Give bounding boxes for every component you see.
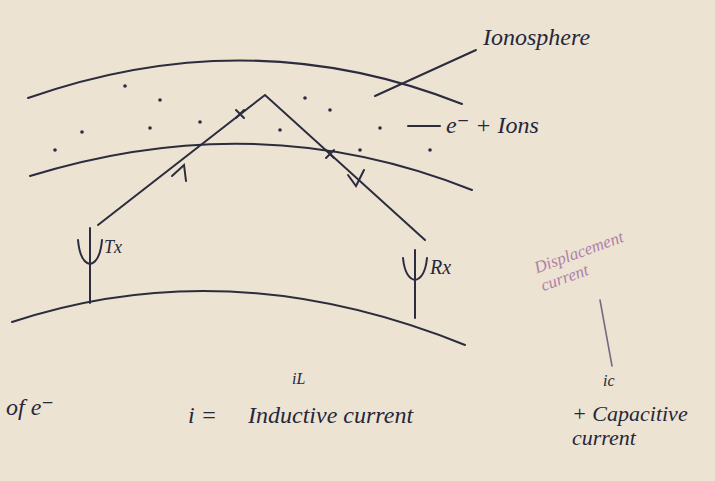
label-box: Tx [104,238,122,258]
label-box: + Capacitive current [572,402,710,450]
sky-wave-ray [98,95,425,240]
label-box: of e⁻ [6,394,54,420]
label-box: i = [188,402,217,428]
side-note: Displacement current [532,222,650,295]
leader-line [600,300,612,366]
leader-line [408,125,440,127]
handwritten-label: of e⁻ [6,394,54,420]
handwritten-label: + Capacitive current [572,402,710,450]
charge-dots [53,84,432,152]
label-box: Displacement current [532,222,650,295]
antenna-symbol [78,228,102,303]
label-box: e⁻ + Ions [446,112,539,138]
ionosphere-lower-arc [30,144,472,190]
label-box: Rx [430,256,451,278]
handwritten-label: i = [188,402,217,428]
symbol-label: iL [292,370,305,388]
arrow-mark [172,165,186,181]
ionosphere-upper-arc [28,60,462,104]
handwritten-label: e⁻ + Ions [446,112,539,138]
label-box: Ionosphere [483,24,590,50]
earth-surface-arc [12,291,465,345]
label-box: Inductive current [248,402,413,428]
label-box: ic [603,372,615,390]
symbol-label: ic [603,372,615,390]
handwritten-label: Inductive current [248,402,413,428]
label-box: iL [292,370,305,388]
antenna-symbol [403,250,427,318]
arrow-mark [348,170,364,186]
handwritten-label: Ionosphere [483,24,590,50]
cross-mark [326,150,334,158]
handwritten-label: Tx [104,238,122,258]
handwritten-label: Rx [430,256,451,278]
cross-mark [236,110,244,118]
leader-line [375,50,476,96]
